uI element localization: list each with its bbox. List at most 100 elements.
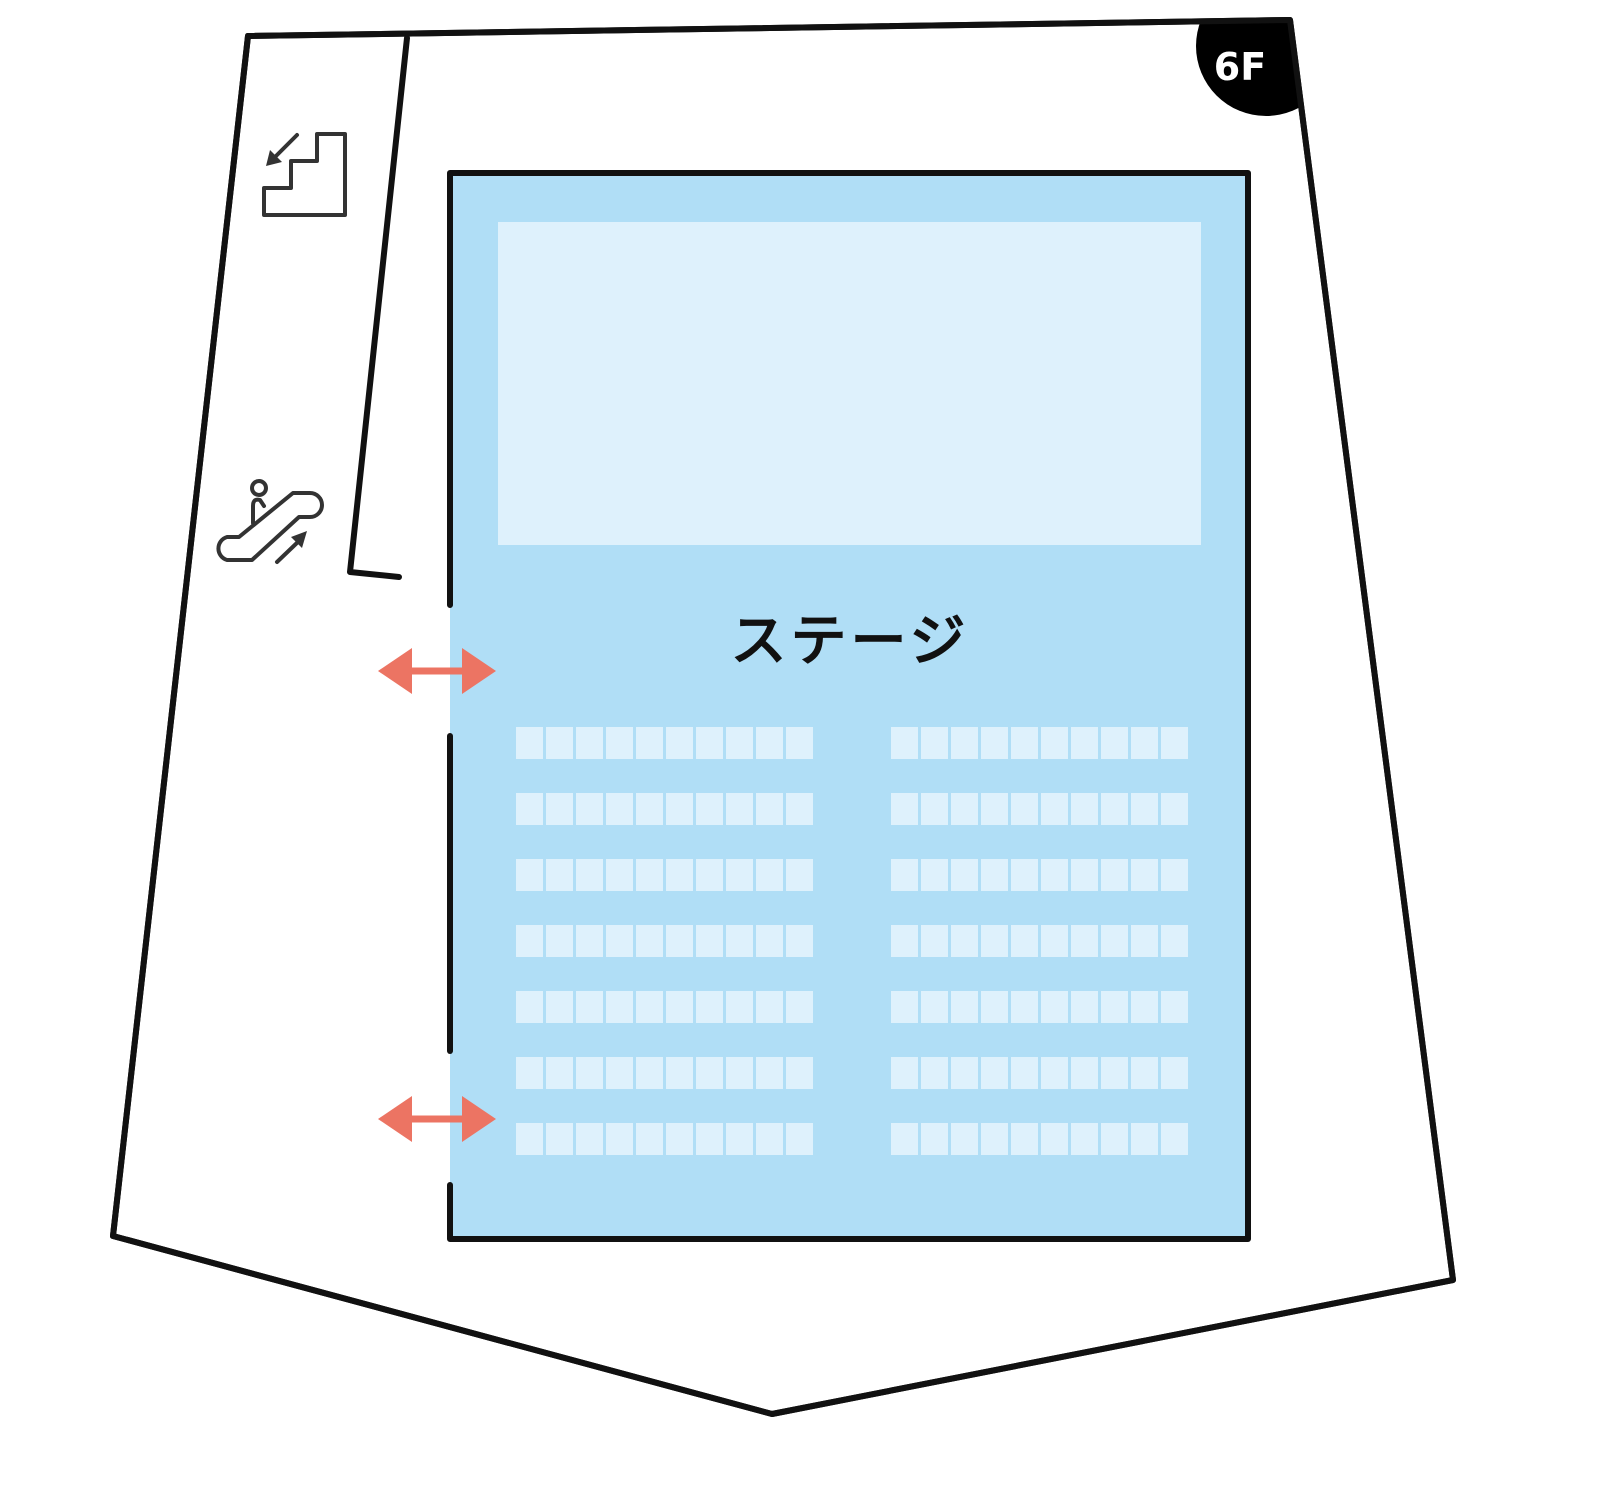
seat [606,925,633,957]
seat [951,793,978,825]
seat [576,1123,603,1155]
seat [1041,1057,1068,1089]
seat [1011,727,1038,759]
stage-screen [498,222,1201,545]
seat [756,991,783,1023]
seat [1131,1123,1158,1155]
seat [786,793,813,825]
seat [756,727,783,759]
seat [1011,1057,1038,1089]
seat [756,925,783,957]
seat [576,1057,603,1089]
seat [1011,991,1038,1023]
seat [891,1057,918,1089]
seat [576,991,603,1023]
seat [696,925,723,957]
seat [981,1123,1008,1155]
seat [921,1057,948,1089]
seat [1101,1057,1128,1089]
seat [1071,1057,1098,1089]
seat [951,727,978,759]
seat [666,991,693,1023]
seating-area [516,727,1188,1155]
seat [981,991,1008,1023]
seat [606,793,633,825]
seat [666,793,693,825]
seat [1071,925,1098,957]
seat [981,1057,1008,1089]
seat [636,1057,663,1089]
seat [576,925,603,957]
seat [1131,991,1158,1023]
seat [951,925,978,957]
seat [1161,925,1188,957]
seat [1071,859,1098,891]
seat [1101,1123,1128,1155]
seat [546,793,573,825]
seat [1131,1057,1158,1089]
seat [1131,793,1158,825]
seat [516,727,543,759]
seat [546,1123,573,1155]
seat [516,1123,543,1155]
escalator-up-icon [216,479,324,564]
seat [546,859,573,891]
seat [1101,727,1128,759]
seat [981,925,1008,957]
seat [756,1123,783,1155]
seat [786,991,813,1023]
seat [1041,793,1068,825]
seat [1011,925,1038,957]
seat [516,859,543,891]
seat [1131,727,1158,759]
seat [636,859,663,891]
seat [756,1057,783,1089]
seat [606,1123,633,1155]
seat [1101,793,1128,825]
seat [576,793,603,825]
seat [1071,991,1098,1023]
seat [516,1057,543,1089]
seat [636,793,663,825]
seat [1041,925,1068,957]
seat [726,991,753,1023]
seat [576,727,603,759]
seat [696,859,723,891]
seat [756,859,783,891]
seat [786,859,813,891]
seat [1071,793,1098,825]
seat [1041,727,1068,759]
seat [786,1057,813,1089]
seat [1161,793,1188,825]
seat [1101,991,1128,1023]
seat [951,1057,978,1089]
stage-label: ステージ [731,609,970,674]
seat [546,991,573,1023]
seat [516,991,543,1023]
hall-wall-main [447,170,1251,1242]
seat [696,1123,723,1155]
seat [891,1123,918,1155]
seat [786,727,813,759]
seat [981,793,1008,825]
seat [1011,1123,1038,1155]
seat [891,925,918,957]
seat [1011,859,1038,891]
seat [546,925,573,957]
seat [726,1123,753,1155]
seat [1161,859,1188,891]
seat [921,1123,948,1155]
seat [636,727,663,759]
seat [1041,859,1068,891]
seat [1131,925,1158,957]
seat [921,925,948,957]
seat [726,859,753,891]
seat [546,1057,573,1089]
seat [951,859,978,891]
corridor-wall [347,35,410,580]
seat [726,925,753,957]
seat [921,727,948,759]
seat [636,925,663,957]
seat [666,859,693,891]
seat [696,727,723,759]
